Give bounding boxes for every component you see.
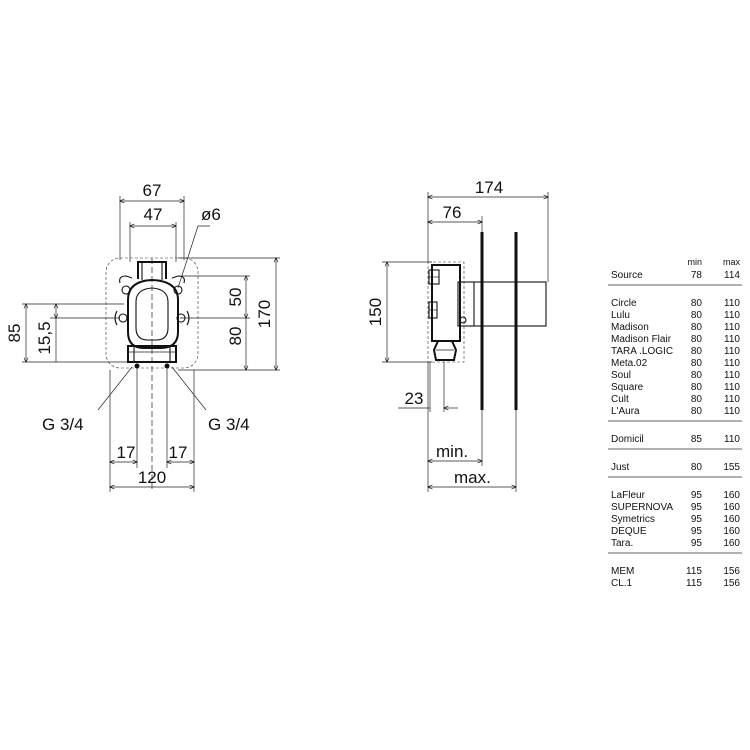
dim-85: 85 <box>5 324 24 343</box>
side-cylinder <box>457 281 547 327</box>
table-row-min: 80 <box>691 370 703 381</box>
table-row-name: Soul <box>611 370 631 381</box>
table-row-name: Symetrics <box>611 514 655 525</box>
table-row-min: 80 <box>691 406 703 417</box>
dim-150: 150 <box>366 298 385 326</box>
dim-67: 67 <box>143 181 162 200</box>
table-row-min: 95 <box>691 502 703 513</box>
table-row-max: 155 <box>723 462 740 473</box>
side-bottom-valve <box>432 340 458 361</box>
table-row-min: 95 <box>691 514 703 525</box>
table-row-min: 80 <box>691 462 703 473</box>
dim-120: 120 <box>138 468 166 487</box>
side-view: 174 76 150 23 min. max. <box>366 178 548 492</box>
table-row-name: DEQUE <box>611 526 647 537</box>
inlet-port-right <box>164 363 170 369</box>
table-row-max: 110 <box>724 298 740 309</box>
table-row-name: TARA .LOGIC <box>611 346 673 357</box>
dim-17-left: 17 <box>117 443 136 462</box>
table-row-name: Meta.02 <box>611 358 648 369</box>
table-row-name: Circle <box>611 298 637 309</box>
thread-right-label: G 3/4 <box>208 415 250 434</box>
table-row-min: 78 <box>691 270 703 281</box>
table-row-max: 110 <box>724 334 740 345</box>
table-header-max: max <box>723 257 741 267</box>
thread-left-label: G 3/4 <box>42 415 84 434</box>
table-row-name: Madison Flair <box>611 334 672 345</box>
table-row-name: CL.1 <box>611 578 633 589</box>
table-row-min: 80 <box>691 394 703 405</box>
table-row-min: 80 <box>691 346 703 357</box>
table-row-min: 95 <box>691 538 703 549</box>
side-body-outline <box>427 261 465 363</box>
side-body <box>431 264 461 342</box>
table-row-name: L'Aura <box>611 406 640 417</box>
inlet-port-left <box>134 363 140 369</box>
dim-50: 50 <box>226 288 245 307</box>
table-row-min: 115 <box>686 566 702 577</box>
table-row-name: LaFleur <box>611 490 646 501</box>
dim-min: min. <box>436 442 468 461</box>
table-row-name: Tara. <box>611 538 633 549</box>
table-row-name: Lulu <box>611 310 630 321</box>
table-row-name: MEM <box>611 566 634 577</box>
table-row-max: 110 <box>724 370 740 381</box>
table-row-min: 85 <box>691 434 703 445</box>
table-row-max: 110 <box>724 394 740 405</box>
table-row-name: Square <box>611 382 644 393</box>
table-row-max: 110 <box>724 358 740 369</box>
table-row-name: Just <box>611 462 630 473</box>
table-row-max: 110 <box>724 310 740 321</box>
table-row-max: 110 <box>724 434 740 445</box>
front-view: 67 47 ø6 50 80 170 85 15,5 G 3/4 G 3/4 <box>5 181 280 492</box>
table-row-min: 80 <box>691 358 703 369</box>
dim-170: 170 <box>255 300 274 328</box>
table-row-min: 95 <box>691 526 703 537</box>
table-row-min: 95 <box>691 490 703 501</box>
mount-hole-mid-left <box>118 313 128 323</box>
table-row-min: 80 <box>691 334 703 345</box>
table-row-min: 80 <box>691 322 703 333</box>
dim-dia6: ø6 <box>201 205 221 224</box>
table-row-max: 160 <box>723 526 740 537</box>
table-row-max: 160 <box>723 538 740 549</box>
mount-hole-top-right <box>173 285 183 295</box>
table-row-max: 160 <box>723 514 740 525</box>
table-row-max: 110 <box>724 346 740 357</box>
dim-76: 76 <box>443 203 462 222</box>
mount-hole-top-left <box>121 285 131 295</box>
dim-47: 47 <box>144 205 163 224</box>
table-row-min: 80 <box>691 310 703 321</box>
table-row-min: 115 <box>686 578 702 589</box>
dim-174: 174 <box>475 178 503 197</box>
dim-15-5: 15,5 <box>35 321 54 354</box>
table-row-name: Domicil <box>611 434 644 445</box>
table-row-max: 156 <box>723 578 740 589</box>
table-row-max: 156 <box>723 566 740 577</box>
dim-max: max. <box>454 468 491 487</box>
table-row-name: SUPERNOVA <box>611 502 673 513</box>
table-row-name: Cult <box>611 394 629 405</box>
table-row-min: 80 <box>691 382 703 393</box>
table-row-max: 160 <box>723 502 740 513</box>
table-row-max: 114 <box>724 270 740 281</box>
dim-17-right: 17 <box>169 443 188 462</box>
table-row-max: 110 <box>724 382 740 393</box>
table-row-max: 110 <box>724 406 740 417</box>
table-row-max: 110 <box>724 322 740 333</box>
table-row-min: 80 <box>691 298 703 309</box>
table-header-min: min <box>687 257 702 267</box>
table-row-name: Madison <box>611 322 649 333</box>
dim-80: 80 <box>226 327 245 346</box>
table-row-max: 160 <box>723 490 740 501</box>
front-inner-oval <box>135 287 169 341</box>
table-row-name: Source <box>611 270 643 281</box>
dim-23: 23 <box>405 389 424 408</box>
